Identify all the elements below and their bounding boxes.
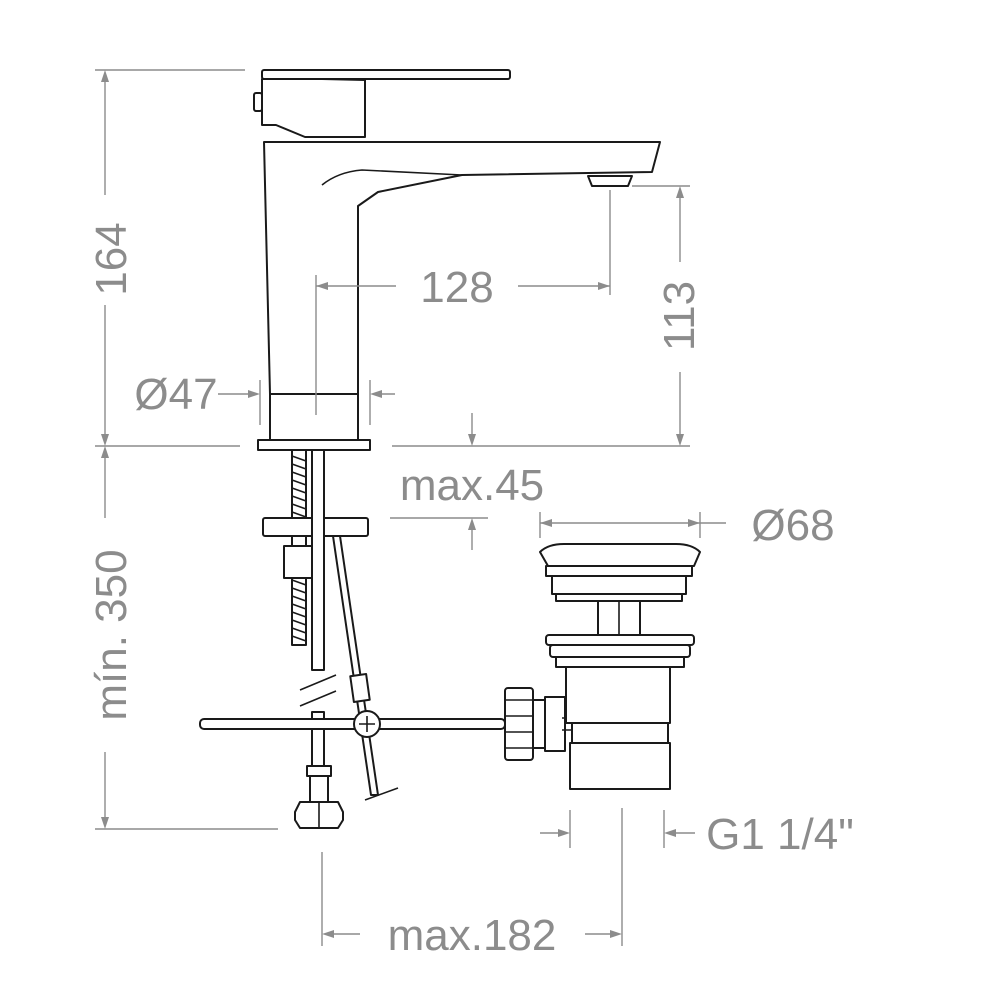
dimension-113: 113 (392, 185, 704, 447)
dimension-min350: mín. 350 (87, 446, 278, 830)
pop-up-horizontal-rod (199, 710, 506, 738)
dimension-label-g114: G1 1/4" (706, 810, 854, 859)
pop-up-waste (539, 543, 701, 790)
dimension-o68: Ø68 (539, 501, 835, 550)
dimension-128: 128 (315, 190, 611, 415)
dimension-max182: max.182 (321, 852, 622, 960)
dimension-label-164: 164 (87, 222, 136, 295)
faucet-handle (253, 69, 511, 138)
dimension-label-128: 128 (420, 263, 493, 312)
threaded-rod (283, 449, 313, 646)
dimension-o47: Ø47 (134, 370, 395, 425)
dimension-label-max45: max.45 (400, 461, 544, 510)
dimension-label-o47: Ø47 (134, 370, 217, 419)
dimension-g114: G1 1/4" (540, 808, 854, 946)
dimension-label-min350: mín. 350 (87, 549, 136, 720)
waste-nut (504, 687, 578, 761)
faucet-base (257, 393, 371, 451)
dimension-label-113: 113 (655, 281, 704, 351)
dimension-max45: max.45 (390, 413, 544, 550)
dimension-label-o68: Ø68 (751, 501, 834, 550)
dimension-164: 164 (87, 69, 245, 447)
pop-up-rod (332, 535, 399, 801)
dimension-label-max182: max.182 (388, 911, 557, 960)
